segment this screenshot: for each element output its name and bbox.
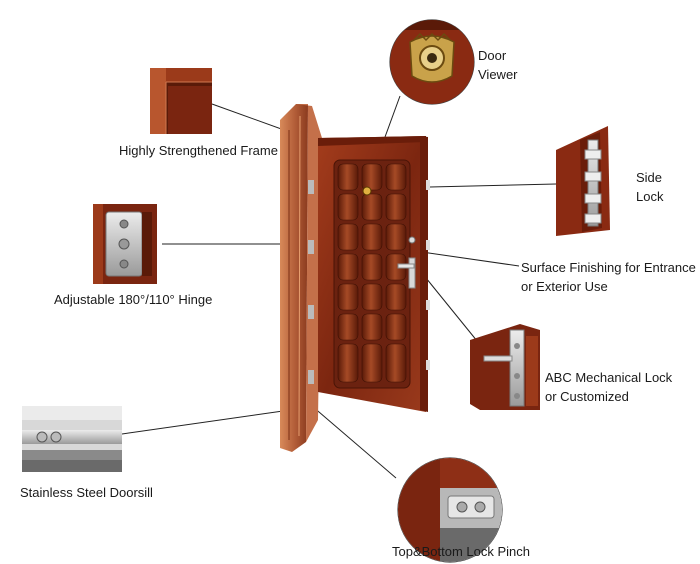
side-lock-label-line2: Lock	[636, 189, 664, 204]
surface-label-line1: Surface Finishing for Entrance	[521, 260, 696, 275]
surface-label: Surface Finishing for Entrance or Exteri…	[521, 258, 696, 296]
lock-pinch-leader	[311, 405, 397, 479]
door-peephole	[362, 186, 372, 196]
door-handle-plate	[408, 257, 416, 289]
frame-label: Highly Strengthened Frame	[119, 143, 278, 158]
doorsill-icon	[22, 406, 122, 472]
lock-pinch-label: Top&Bottom Lock Pinch	[392, 544, 531, 559]
doorsill-label: Stainless Steel Doorsill	[20, 485, 153, 500]
mech-lock-label-line1: ABC Mechanical Lock	[545, 370, 673, 385]
mech-lock-label: ABC Mechanical Lock or Customized	[545, 368, 672, 406]
door-leaf	[318, 136, 430, 412]
side-lock-label: Side Lock	[636, 168, 663, 206]
door-keyhole	[408, 236, 416, 244]
mech-lock-label-line2: or Customized	[545, 389, 629, 404]
door-viewer-label-line1: Door	[478, 48, 507, 63]
door-frame	[280, 104, 322, 452]
side-lock-icon	[556, 126, 610, 236]
hinge-icon	[93, 204, 157, 284]
door-viewer-label: Door Viewer	[478, 46, 518, 84]
door-handle	[397, 263, 415, 269]
side-lock-leader	[429, 183, 557, 188]
side-lock-label-line1: Side	[636, 170, 663, 185]
lock-pinch-icon	[397, 457, 503, 563]
door-panels	[333, 159, 411, 389]
hinge-label: Adjustable 180°/110° Hinge	[54, 292, 213, 307]
doorsill-leader	[121, 407, 305, 435]
mech-lock-icon	[470, 324, 540, 410]
door-viewer-icon	[389, 19, 475, 105]
surface-label-line2: or Exterior Use	[521, 279, 608, 294]
frame-corner-icon	[150, 68, 212, 134]
door-viewer-label-line2: Viewer	[478, 67, 518, 82]
